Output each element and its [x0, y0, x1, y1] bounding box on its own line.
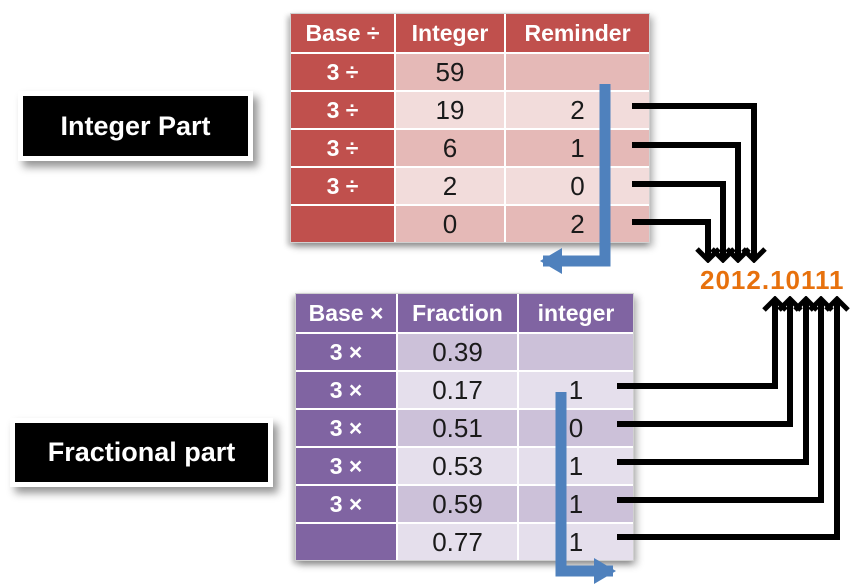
int-r3-integer: 2 [396, 168, 504, 204]
frac-r2-integer: 0 [519, 410, 633, 446]
int-header-base: Base ÷ [291, 14, 394, 52]
frac-r2-fraction: 0.51 [398, 410, 517, 446]
frac-r1-fraction: 0.17 [398, 372, 517, 408]
int-r0-base: 3 ÷ [291, 54, 394, 90]
frac-r3-fraction: 0.53 [398, 448, 517, 484]
int-r3-base: 3 ÷ [291, 168, 394, 204]
frac-r3-base: 3 × [296, 448, 396, 484]
int-r4-integer: 0 [396, 206, 504, 242]
frac-r1-base: 3 × [296, 372, 396, 408]
result-number: 2012.10111 [700, 265, 845, 295]
frac-r5-base [296, 524, 396, 560]
frac-r3-integer: 1 [519, 448, 633, 484]
frac-r4-fraction: 0.59 [398, 486, 517, 522]
int-r2-reminder: 1 [506, 130, 649, 166]
frac-header-integer: integer [519, 294, 633, 332]
int-r1-integer: 19 [396, 92, 504, 128]
fraction-multiplication-table: Base × Fraction integer 3 × 0.39 3 × 0.1… [295, 293, 634, 561]
int-r1-reminder: 2 [506, 92, 649, 128]
integer-division-table: Base ÷ Integer Reminder 3 ÷ 59 3 ÷ 19 2 … [290, 13, 650, 243]
fractional-part-label: Fractional part [10, 418, 273, 487]
integer-part-label: Integer Part [18, 91, 253, 161]
frac-r5-fraction: 0.77 [398, 524, 517, 560]
int-r3-reminder: 0 [506, 168, 649, 204]
int-header-integer: Integer [396, 14, 504, 52]
frac-r0-integer [519, 334, 633, 370]
frac-r5-integer: 1 [519, 524, 633, 560]
int-r2-integer: 6 [396, 130, 504, 166]
fraction-arrow-digit5 [617, 300, 837, 540]
fraction-arrow-digit4 [617, 300, 821, 503]
int-r1-base: 3 ÷ [291, 92, 394, 128]
int-r0-reminder [506, 54, 649, 90]
frac-r4-base: 3 × [296, 486, 396, 522]
frac-r1-integer: 1 [519, 372, 633, 408]
frac-r4-integer: 1 [519, 486, 633, 522]
remainder-arrow-digit4 [632, 103, 754, 259]
fraction-arrow-digit2 [617, 300, 790, 427]
int-r0-integer: 59 [396, 54, 504, 90]
frac-header-base: Base × [296, 294, 396, 332]
frac-r0-fraction: 0.39 [398, 334, 517, 370]
int-r2-base: 3 ÷ [291, 130, 394, 166]
int-header-reminder: Reminder [506, 14, 649, 52]
fraction-arrow-digit1 [617, 300, 775, 389]
fraction-arrow-digit3 [617, 300, 806, 465]
frac-r0-base: 3 × [296, 334, 396, 370]
frac-r2-base: 3 × [296, 410, 396, 446]
frac-header-fraction: Fraction [398, 294, 517, 332]
int-r4-base [291, 206, 394, 242]
int-r4-reminder: 2 [506, 206, 649, 242]
